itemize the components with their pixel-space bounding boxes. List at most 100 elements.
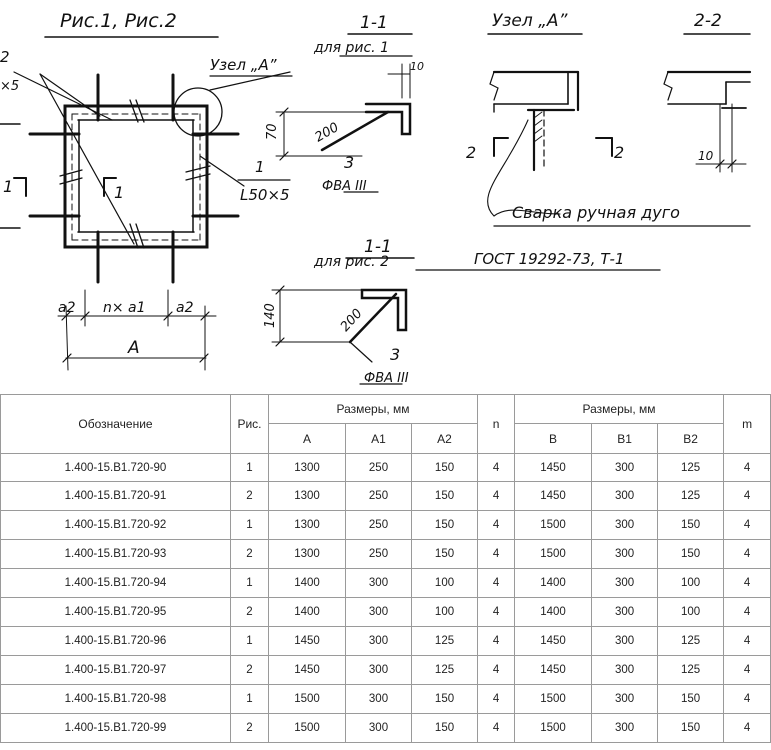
- cell-fig: 1: [230, 453, 269, 482]
- cell-m: 4: [723, 655, 771, 685]
- gost-note: ГОСТ 19292-73, Т-1: [474, 250, 624, 268]
- mark-2-label: 2: [0, 48, 10, 66]
- cell-B1: 300: [591, 684, 659, 714]
- cell-A: 1300: [268, 481, 346, 511]
- cell-n: 4: [477, 453, 516, 482]
- cell-m: 4: [723, 539, 771, 569]
- dim-70: 70: [265, 123, 280, 140]
- section-1-1-fig1: [275, 33, 413, 193]
- cell-m: 4: [723, 568, 771, 598]
- cell-fig: 2: [230, 655, 269, 685]
- cell-n: 4: [477, 481, 516, 511]
- header-A1: A1: [345, 423, 412, 454]
- cell-A2: 125: [410, 626, 479, 656]
- cell-B1: 300: [591, 453, 659, 482]
- section-1-1-fig1-title: 1-1: [360, 13, 388, 33]
- section-mark-2-left: 2: [466, 143, 476, 162]
- header-m: m: [723, 394, 771, 454]
- cell-B2: 150: [657, 713, 725, 743]
- section-mark-2-right: 2: [614, 143, 624, 162]
- cell-B1: 300: [591, 655, 659, 685]
- cell-A2: 125: [410, 655, 479, 685]
- cell-m: 4: [723, 453, 771, 482]
- cell-B2: 125: [657, 453, 725, 482]
- cell-A: 1300: [268, 453, 346, 482]
- cell-B1: 300: [591, 539, 659, 569]
- cell-B1: 300: [591, 510, 659, 540]
- cell-B2: 125: [657, 626, 725, 656]
- bar-number-fig1: 3: [344, 153, 354, 172]
- header-A2: A2: [410, 423, 479, 454]
- header-fig: Рис.: [230, 394, 269, 454]
- cell-m: 4: [723, 713, 771, 743]
- cell-B: 1500: [514, 539, 593, 569]
- cell-n: 4: [477, 626, 516, 656]
- cell-m: 4: [723, 481, 771, 511]
- header-dims-group-2: Размеры, мм: [514, 394, 725, 424]
- bar-class-fig1: ФВА III: [322, 179, 367, 194]
- cell-B2: 150: [657, 684, 725, 714]
- section-1-1-fig1-subtitle: для рис. 1: [313, 40, 389, 56]
- cell-designation: 1.400-15.В1.720-95: [0, 597, 231, 627]
- cell-A: 1300: [268, 510, 346, 540]
- cell-B: 1450: [514, 481, 593, 511]
- cell-A1: 300: [345, 655, 412, 685]
- cell-A1: 300: [345, 568, 412, 598]
- cell-designation: 1.400-15.В1.720-98: [0, 684, 231, 714]
- section-mark-right: 1: [114, 183, 124, 202]
- cell-B1: 300: [591, 597, 659, 627]
- cell-n: 4: [477, 539, 516, 569]
- dim-a2-left: a2: [58, 300, 76, 316]
- cell-B: 1400: [514, 597, 593, 627]
- cell-B: 1500: [514, 713, 593, 743]
- cell-m: 4: [723, 510, 771, 540]
- section-1-1-fig2-title: 1-1: [364, 237, 392, 257]
- header-B: B: [514, 423, 593, 454]
- cell-A: 1450: [268, 655, 346, 685]
- cell-B2: 100: [657, 568, 725, 598]
- cell-A1: 300: [345, 597, 412, 627]
- cell-B: 1500: [514, 684, 593, 714]
- bar-class-fig2: ФВА III: [364, 371, 409, 386]
- dim-A: A: [127, 338, 140, 358]
- cell-fig: 2: [230, 713, 269, 743]
- cell-B2: 125: [657, 481, 725, 511]
- cell-designation: 1.400-15.В1.720-96: [0, 626, 231, 656]
- cell-A2: 150: [410, 481, 479, 511]
- header-B1: B1: [591, 423, 659, 454]
- cell-designation: 1.400-15.В1.720-97: [0, 655, 231, 685]
- cell-designation: 1.400-15.В1.720-93: [0, 539, 231, 569]
- section-mark-left: 1: [3, 177, 13, 196]
- cell-A: 1400: [268, 568, 346, 598]
- cell-designation: 1.400-15.В1.720-91: [0, 481, 231, 511]
- cell-B1: 300: [591, 481, 659, 511]
- welding-note: Сварка ручная дуго: [512, 203, 680, 222]
- cell-A1: 300: [345, 626, 412, 656]
- node-a-callout: Узел „А”: [210, 56, 277, 74]
- cell-A1: 250: [345, 481, 412, 511]
- cell-designation: 1.400-15.В1.720-90: [0, 453, 231, 482]
- cell-B1: 300: [591, 713, 659, 743]
- cell-B1: 300: [591, 626, 659, 656]
- cell-B: 1500: [514, 510, 593, 540]
- section-2-2-detail: [663, 33, 752, 173]
- node-a-title: Узел „А”: [492, 11, 568, 31]
- cell-B1: 300: [591, 568, 659, 598]
- section-2-2-title: 2-2: [694, 11, 722, 31]
- cell-designation: 1.400-15.В1.720-92: [0, 510, 231, 540]
- section-1-1-fig2-subtitle: для рис. 2: [313, 254, 389, 270]
- cell-n: 4: [477, 597, 516, 627]
- cell-B: 1450: [514, 626, 593, 656]
- cell-A2: 150: [410, 510, 479, 540]
- cell-A: 1400: [268, 597, 346, 627]
- cell-m: 4: [723, 626, 771, 656]
- cell-n: 4: [477, 713, 516, 743]
- cell-A1: 250: [345, 539, 412, 569]
- bar-number-fig2: 3: [390, 345, 400, 364]
